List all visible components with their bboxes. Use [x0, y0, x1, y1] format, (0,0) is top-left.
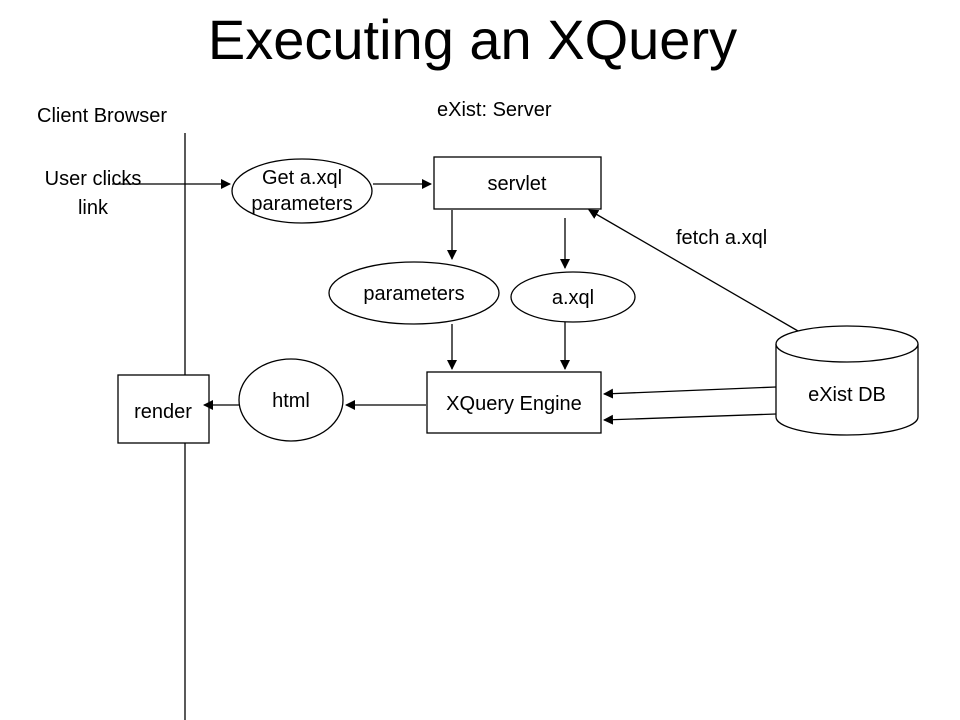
servlet-box — [433, 156, 602, 210]
axql-label: a.xql — [552, 287, 594, 309]
render-label: render — [134, 401, 192, 423]
servlet-label: servlet — [488, 173, 547, 195]
html-label: html — [272, 390, 310, 412]
xquery-engine-box — [426, 371, 602, 434]
page-title: Executing an XQuery — [207, 8, 738, 71]
parameters-label: parameters — [363, 283, 464, 305]
axql-ellipse — [510, 271, 636, 323]
html-ellipse — [238, 358, 344, 442]
request-ellipse — [231, 158, 373, 224]
request-label-line1: Get a.xql — [262, 167, 342, 189]
client-browser-label: Client Browser — [37, 105, 168, 127]
arrow-db-fetch-to-servlet — [588, 209, 799, 332]
arrow-db-to-engine-upper — [603, 386, 777, 399]
fetch-axql-label: fetch a.xql — [676, 227, 768, 249]
exist-db-label: eXist DB — [808, 384, 886, 406]
exist-db-cylinder — [775, 325, 919, 436]
parameters-ellipse — [328, 261, 500, 325]
request-label-line2: parameters — [251, 193, 352, 215]
xquery-engine-label: XQuery Engine — [446, 393, 582, 415]
link-label: link — [77, 197, 108, 219]
arrow-db-to-engine-lower — [603, 413, 777, 425]
server-label: eXist: Server — [437, 99, 552, 121]
